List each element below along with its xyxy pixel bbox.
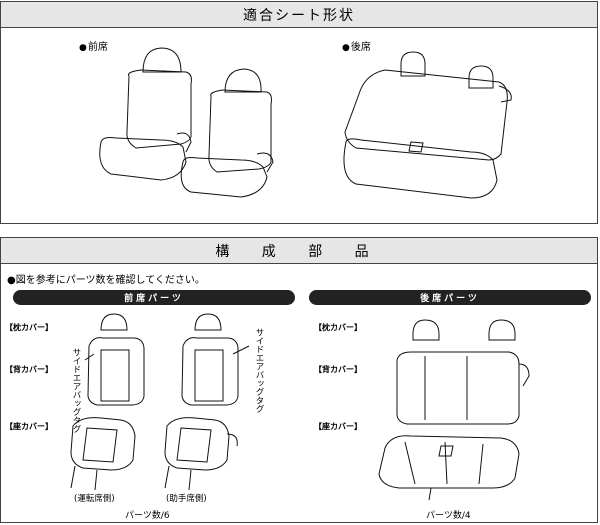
side-airbag-tag-right: サイドエアバッグタグ [254,328,264,413]
parts-note: ●図を参考にパーツ数を確認してください。 [7,275,205,286]
front-seat-label: 前席 [79,38,108,53]
front-headrest-label: 【枕カバー】 [5,323,53,332]
rear-seat-illustration [343,51,512,199]
seat-shape-section: 適合シート形状 前席 後席 [0,1,598,224]
side-airbag-tag-left: サイドエアバッグタグ [71,348,81,433]
rear-parts-illustration [378,319,530,501]
rear-seat-label: 後席 [342,38,371,53]
front-cushion-label: 【座カバー】 [5,422,53,431]
rear-backrest-label: 【背カバー】 [314,365,362,374]
rear-cushion-label: 【座カバー】 [314,422,362,431]
front-parts-count: パーツ数/6 [125,511,170,521]
front-parts-header: 前席パーツ [13,290,295,305]
rear-parts-header: 後席パーツ [309,290,591,305]
rear-headrest-label: 【枕カバー】 [314,323,362,332]
driver-side-caption: (運転席側) [74,494,115,504]
front-seats-illustration [99,47,274,198]
passenger-side-caption: (助手席側) [166,494,207,504]
front-backrest-label: 【背カバー】 [5,365,53,374]
parts-section: 構 成 部 品 ●図を参考にパーツ数を確認してください。 前席パーツ 後席パーツ… [0,237,598,523]
parts-title: 構 成 部 品 [1,238,597,264]
front-parts-illustration [70,313,250,491]
rear-parts-count: パーツ数/4 [426,511,471,521]
seat-shape-title: 適合シート形状 [1,2,597,28]
